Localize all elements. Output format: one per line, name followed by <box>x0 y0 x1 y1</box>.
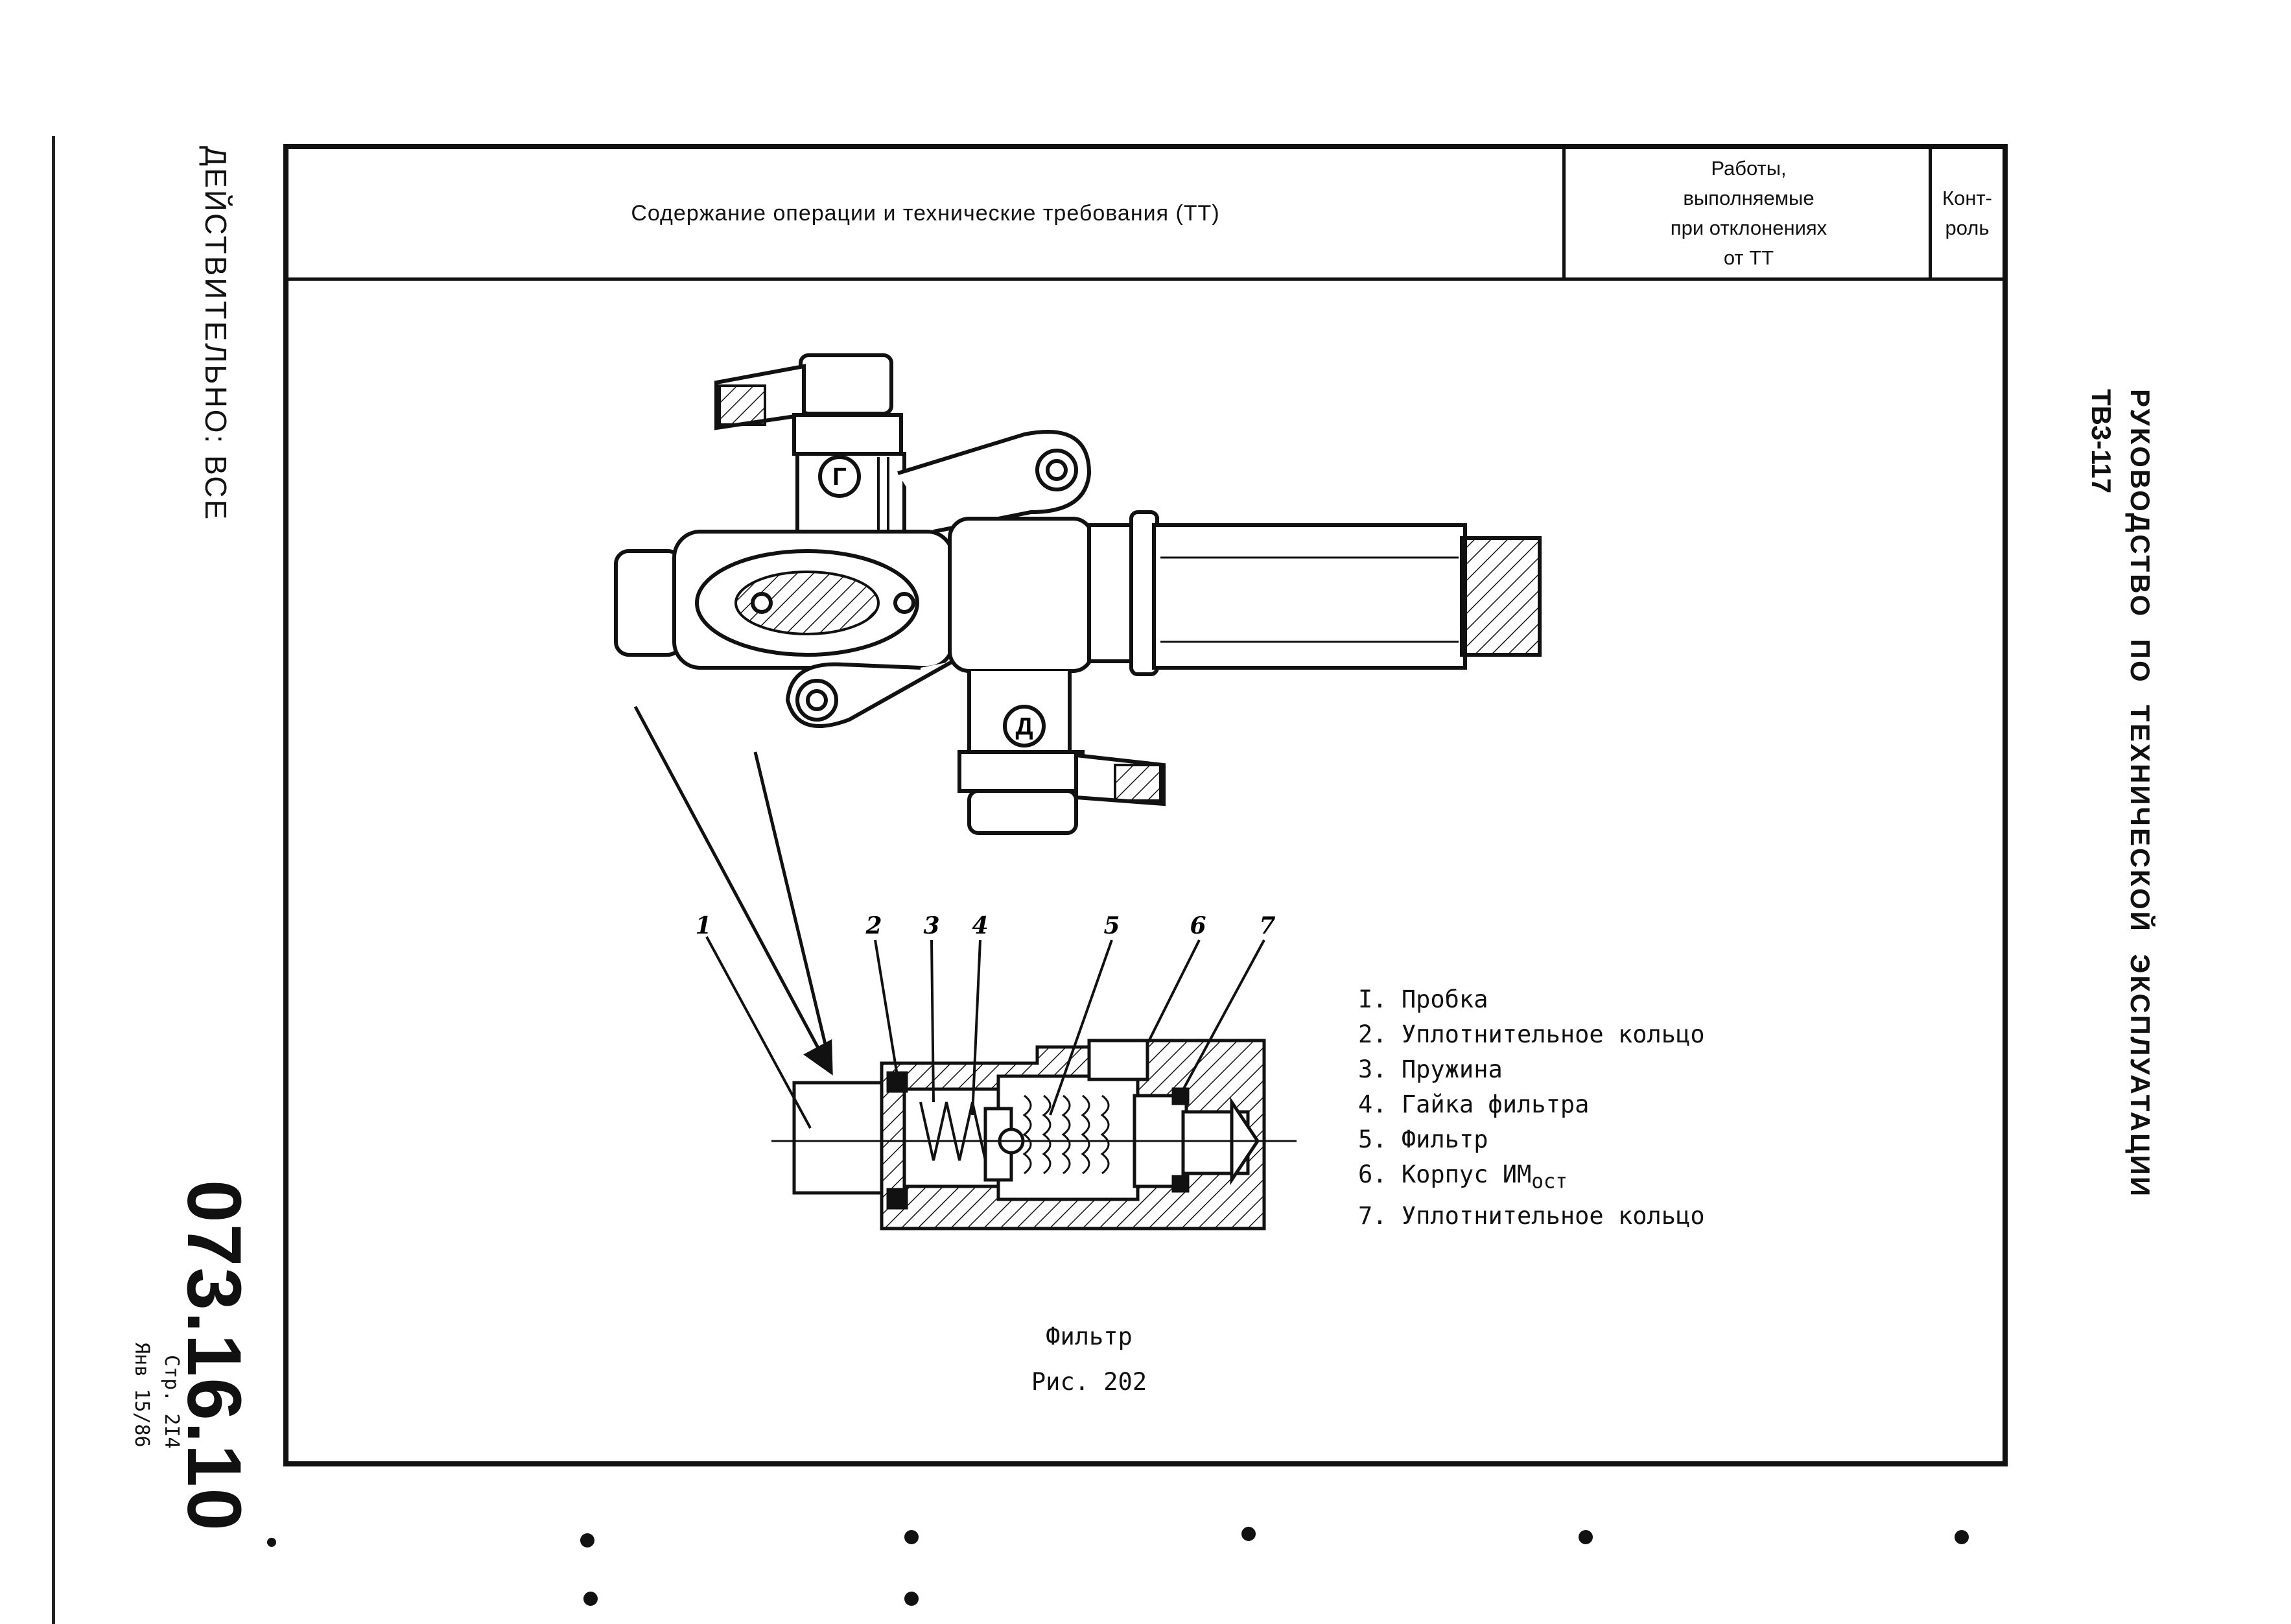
callout-leaders <box>705 936 1265 1129</box>
pointer-arrow-right <box>753 751 832 1064</box>
punch-hole <box>904 1530 919 1544</box>
legend-item: I. Пробка <box>1358 985 1488 1013</box>
left-edge-line <box>52 136 55 1624</box>
punch-hole <box>580 1533 594 1548</box>
page-frame: Содержание операции и технические требов… <box>283 144 2008 1466</box>
punch-hole <box>583 1592 598 1606</box>
punch-hole <box>1955 1530 1969 1544</box>
port-label-g: Г <box>832 464 847 491</box>
figure-title: Фильтр <box>1046 1323 1133 1350</box>
filter-housing-3d <box>614 353 1542 835</box>
punch-hole <box>1579 1530 1593 1544</box>
table-header: Содержание операции и технические требов… <box>288 149 2003 281</box>
figure-legend: I. Пробка 2. Уплотнительное кольцо 3. Пр… <box>1358 982 1705 1234</box>
pointer-arrow-left <box>633 705 833 1076</box>
legend-item: 6. Корпус ИМост <box>1358 1160 1568 1194</box>
port-label-d: Д <box>1015 713 1033 740</box>
filter-cross-section <box>771 1039 1297 1230</box>
figure-number: Рис. 202 <box>1031 1368 1147 1396</box>
legend-item: 2. Уплотнительное кольцо <box>1358 1020 1705 1048</box>
legend-item: 3. Пружина <box>1358 1055 1503 1083</box>
legend-subscript: ост <box>1531 1170 1568 1194</box>
punch-hole <box>904 1592 919 1606</box>
callout-4: 4 <box>972 912 988 939</box>
punch-hole <box>267 1538 276 1547</box>
header-deviations-column: Работы, выполняемые при отклонениях от Т… <box>1562 149 1932 277</box>
legend-item: 7. Уплотнительное кольцо <box>1358 1202 1705 1230</box>
header-control-column: Конт- роль <box>1929 149 2003 277</box>
callout-2: 2 <box>865 912 882 939</box>
punch-hole <box>1241 1527 1256 1541</box>
callout-7: 7 <box>1259 912 1275 939</box>
legend-item: 4. Гайка фильтра <box>1358 1090 1590 1118</box>
legend-item: 5. Фильтр <box>1358 1125 1488 1153</box>
header-content-column: Содержание операции и технические требов… <box>631 200 1220 226</box>
callout-5: 5 <box>1103 912 1120 939</box>
callout-1: 1 <box>695 912 711 939</box>
callout-3: 3 <box>923 912 939 939</box>
callout-6: 6 <box>1190 912 1206 939</box>
